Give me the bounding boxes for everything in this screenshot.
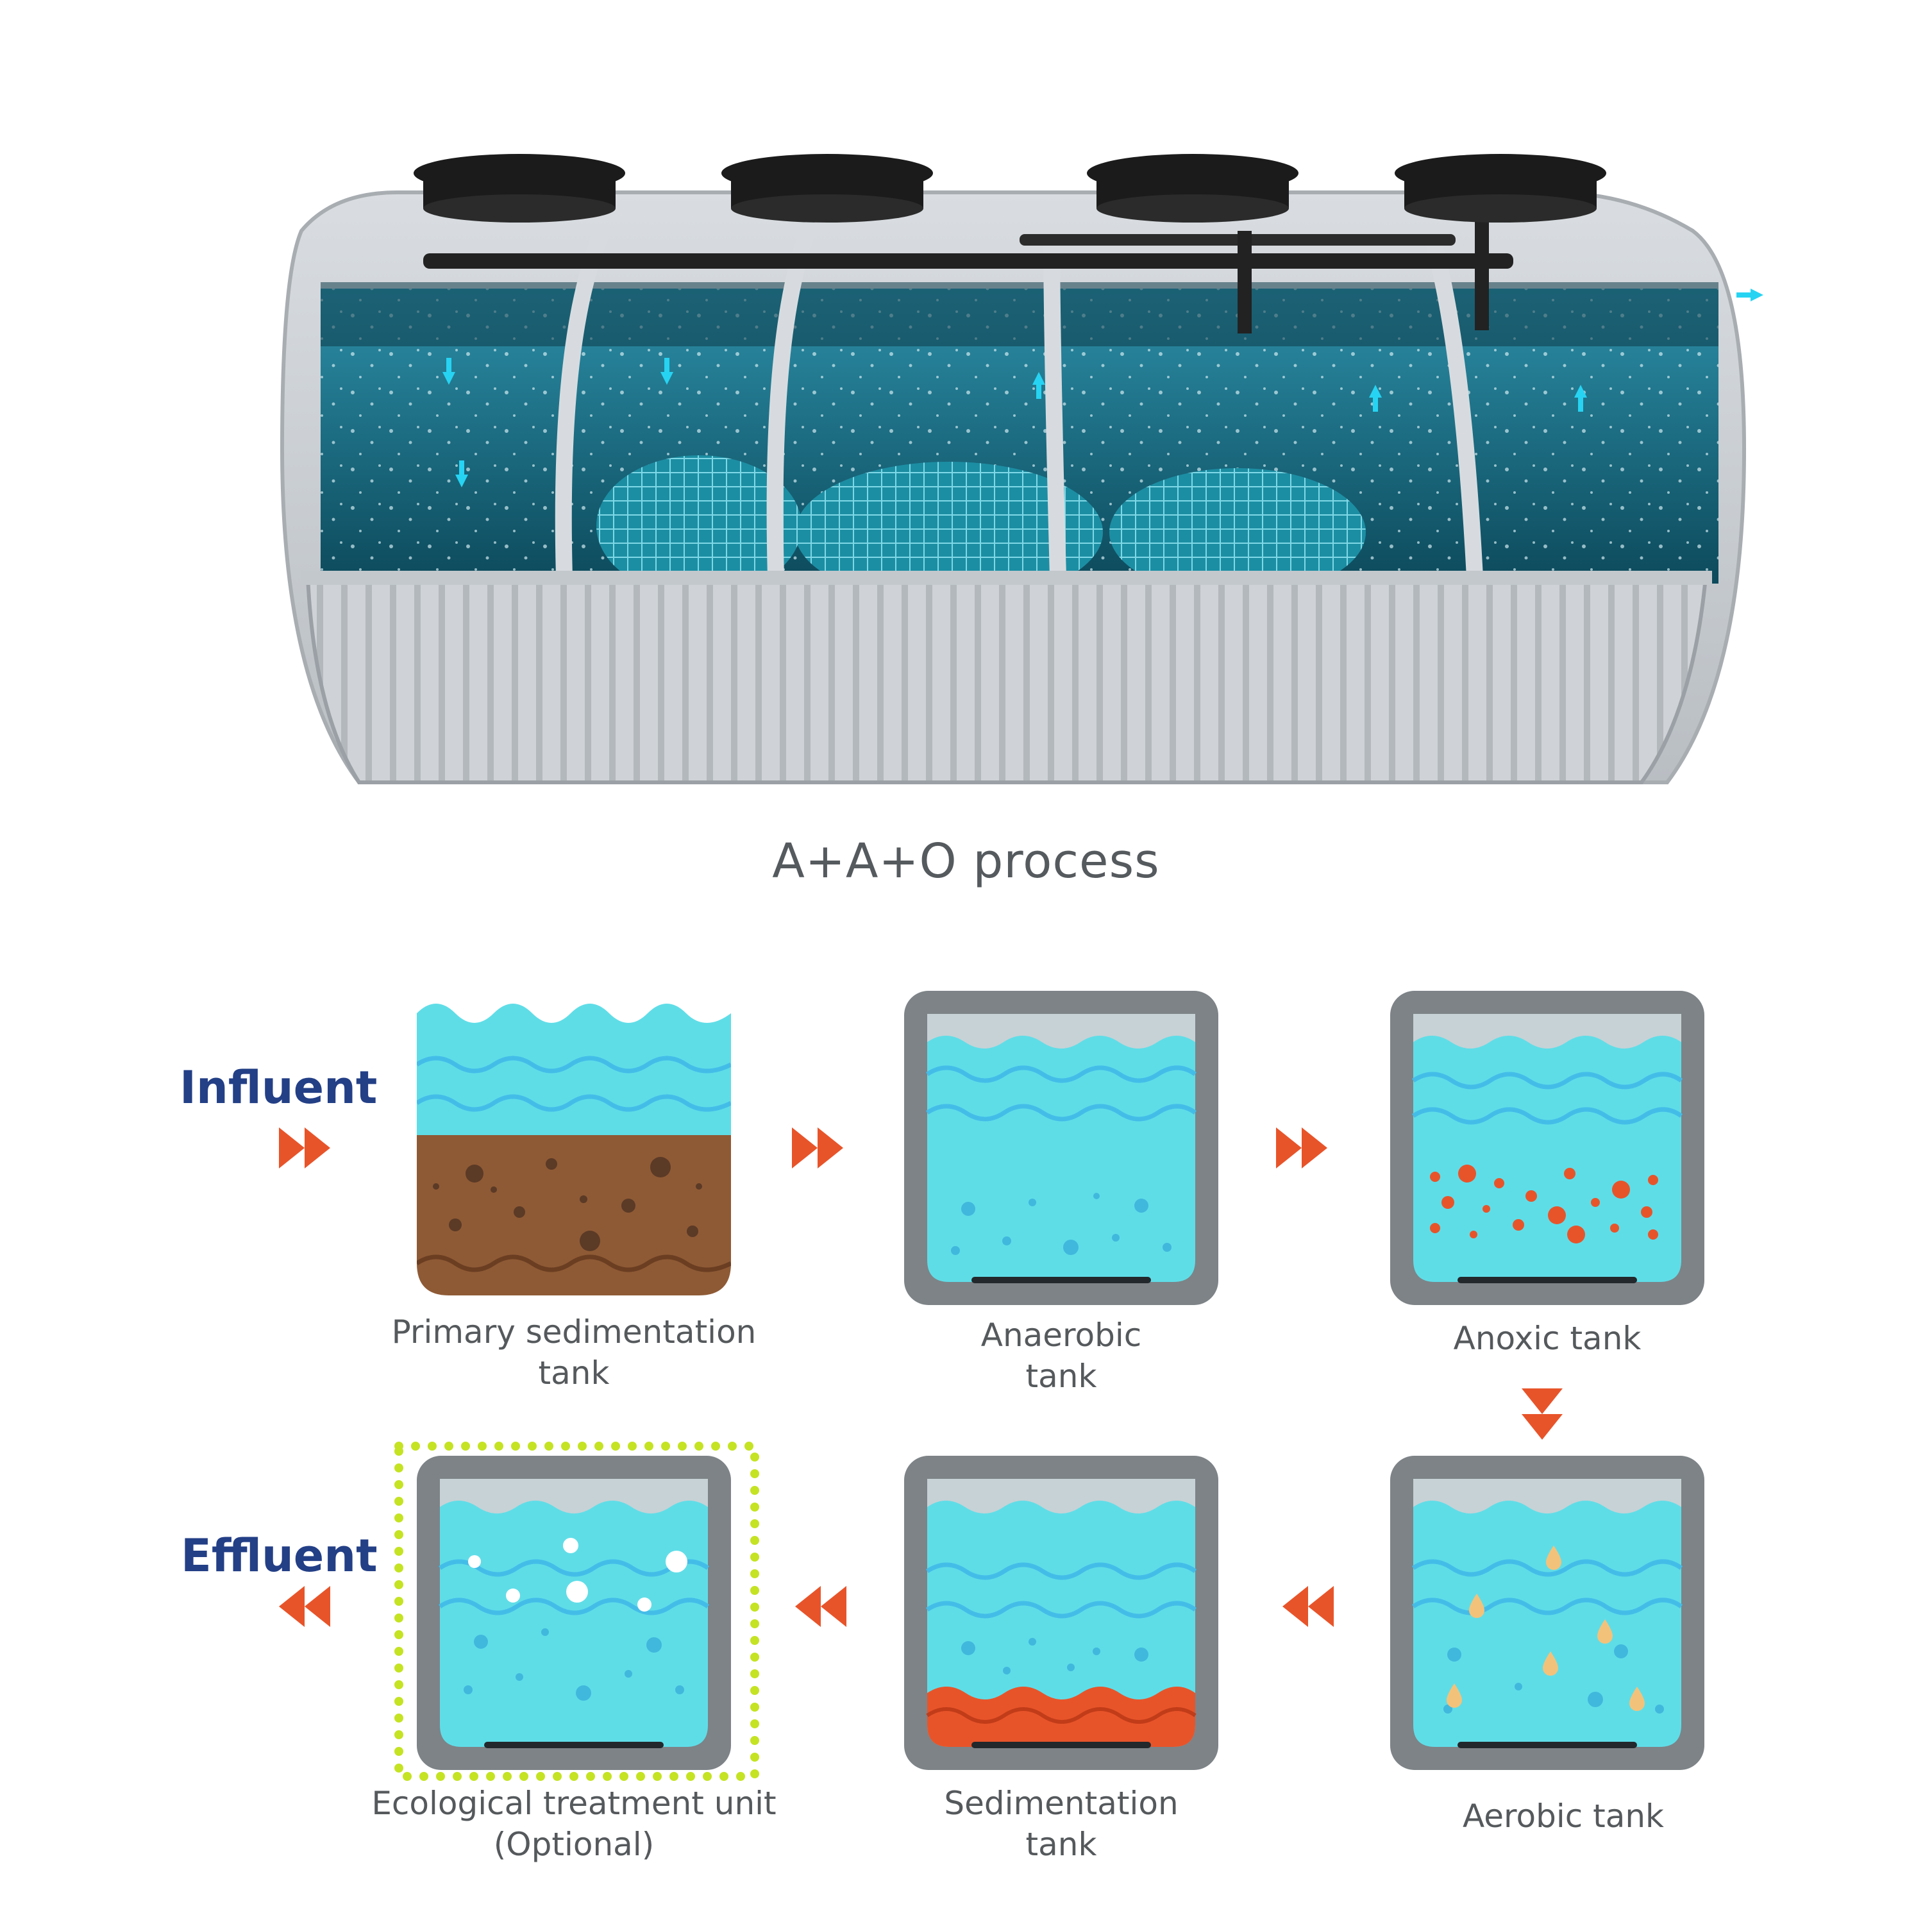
rewind-arrow-icon — [785, 1581, 850, 1632]
rewind-arrow-icon — [1273, 1581, 1337, 1632]
effluent-label: Effluent — [181, 1530, 378, 1582]
fast-forward-down-arrow-icon — [1516, 1385, 1568, 1449]
sedimentation-tank-icon — [904, 1456, 1218, 1770]
primary-sedimentation-tank-icon — [417, 994, 731, 1295]
tank-cutaway-illustration — [0, 0, 1932, 834]
process-title: A+A+O process — [0, 834, 1932, 889]
anaerobic-tank-icon — [904, 991, 1218, 1305]
ecological-treatment-unit-icon — [417, 1456, 731, 1770]
fast-forward-arrow-icon — [276, 1122, 340, 1174]
fast-forward-arrow-icon — [789, 1122, 853, 1174]
influent-label: Influent — [180, 1061, 377, 1114]
aerobic-tank-icon — [1390, 1456, 1704, 1770]
ecological-caption: Ecological treatment unit(Optional) — [365, 1783, 782, 1865]
fast-forward-arrow-icon — [1273, 1122, 1337, 1174]
anoxic-tank-icon — [1390, 991, 1704, 1305]
anoxic-caption: Anoxic tank — [1355, 1318, 1740, 1359]
rewind-arrow-icon — [269, 1581, 333, 1632]
aerobic-caption: Aerobic tank — [1371, 1796, 1756, 1837]
